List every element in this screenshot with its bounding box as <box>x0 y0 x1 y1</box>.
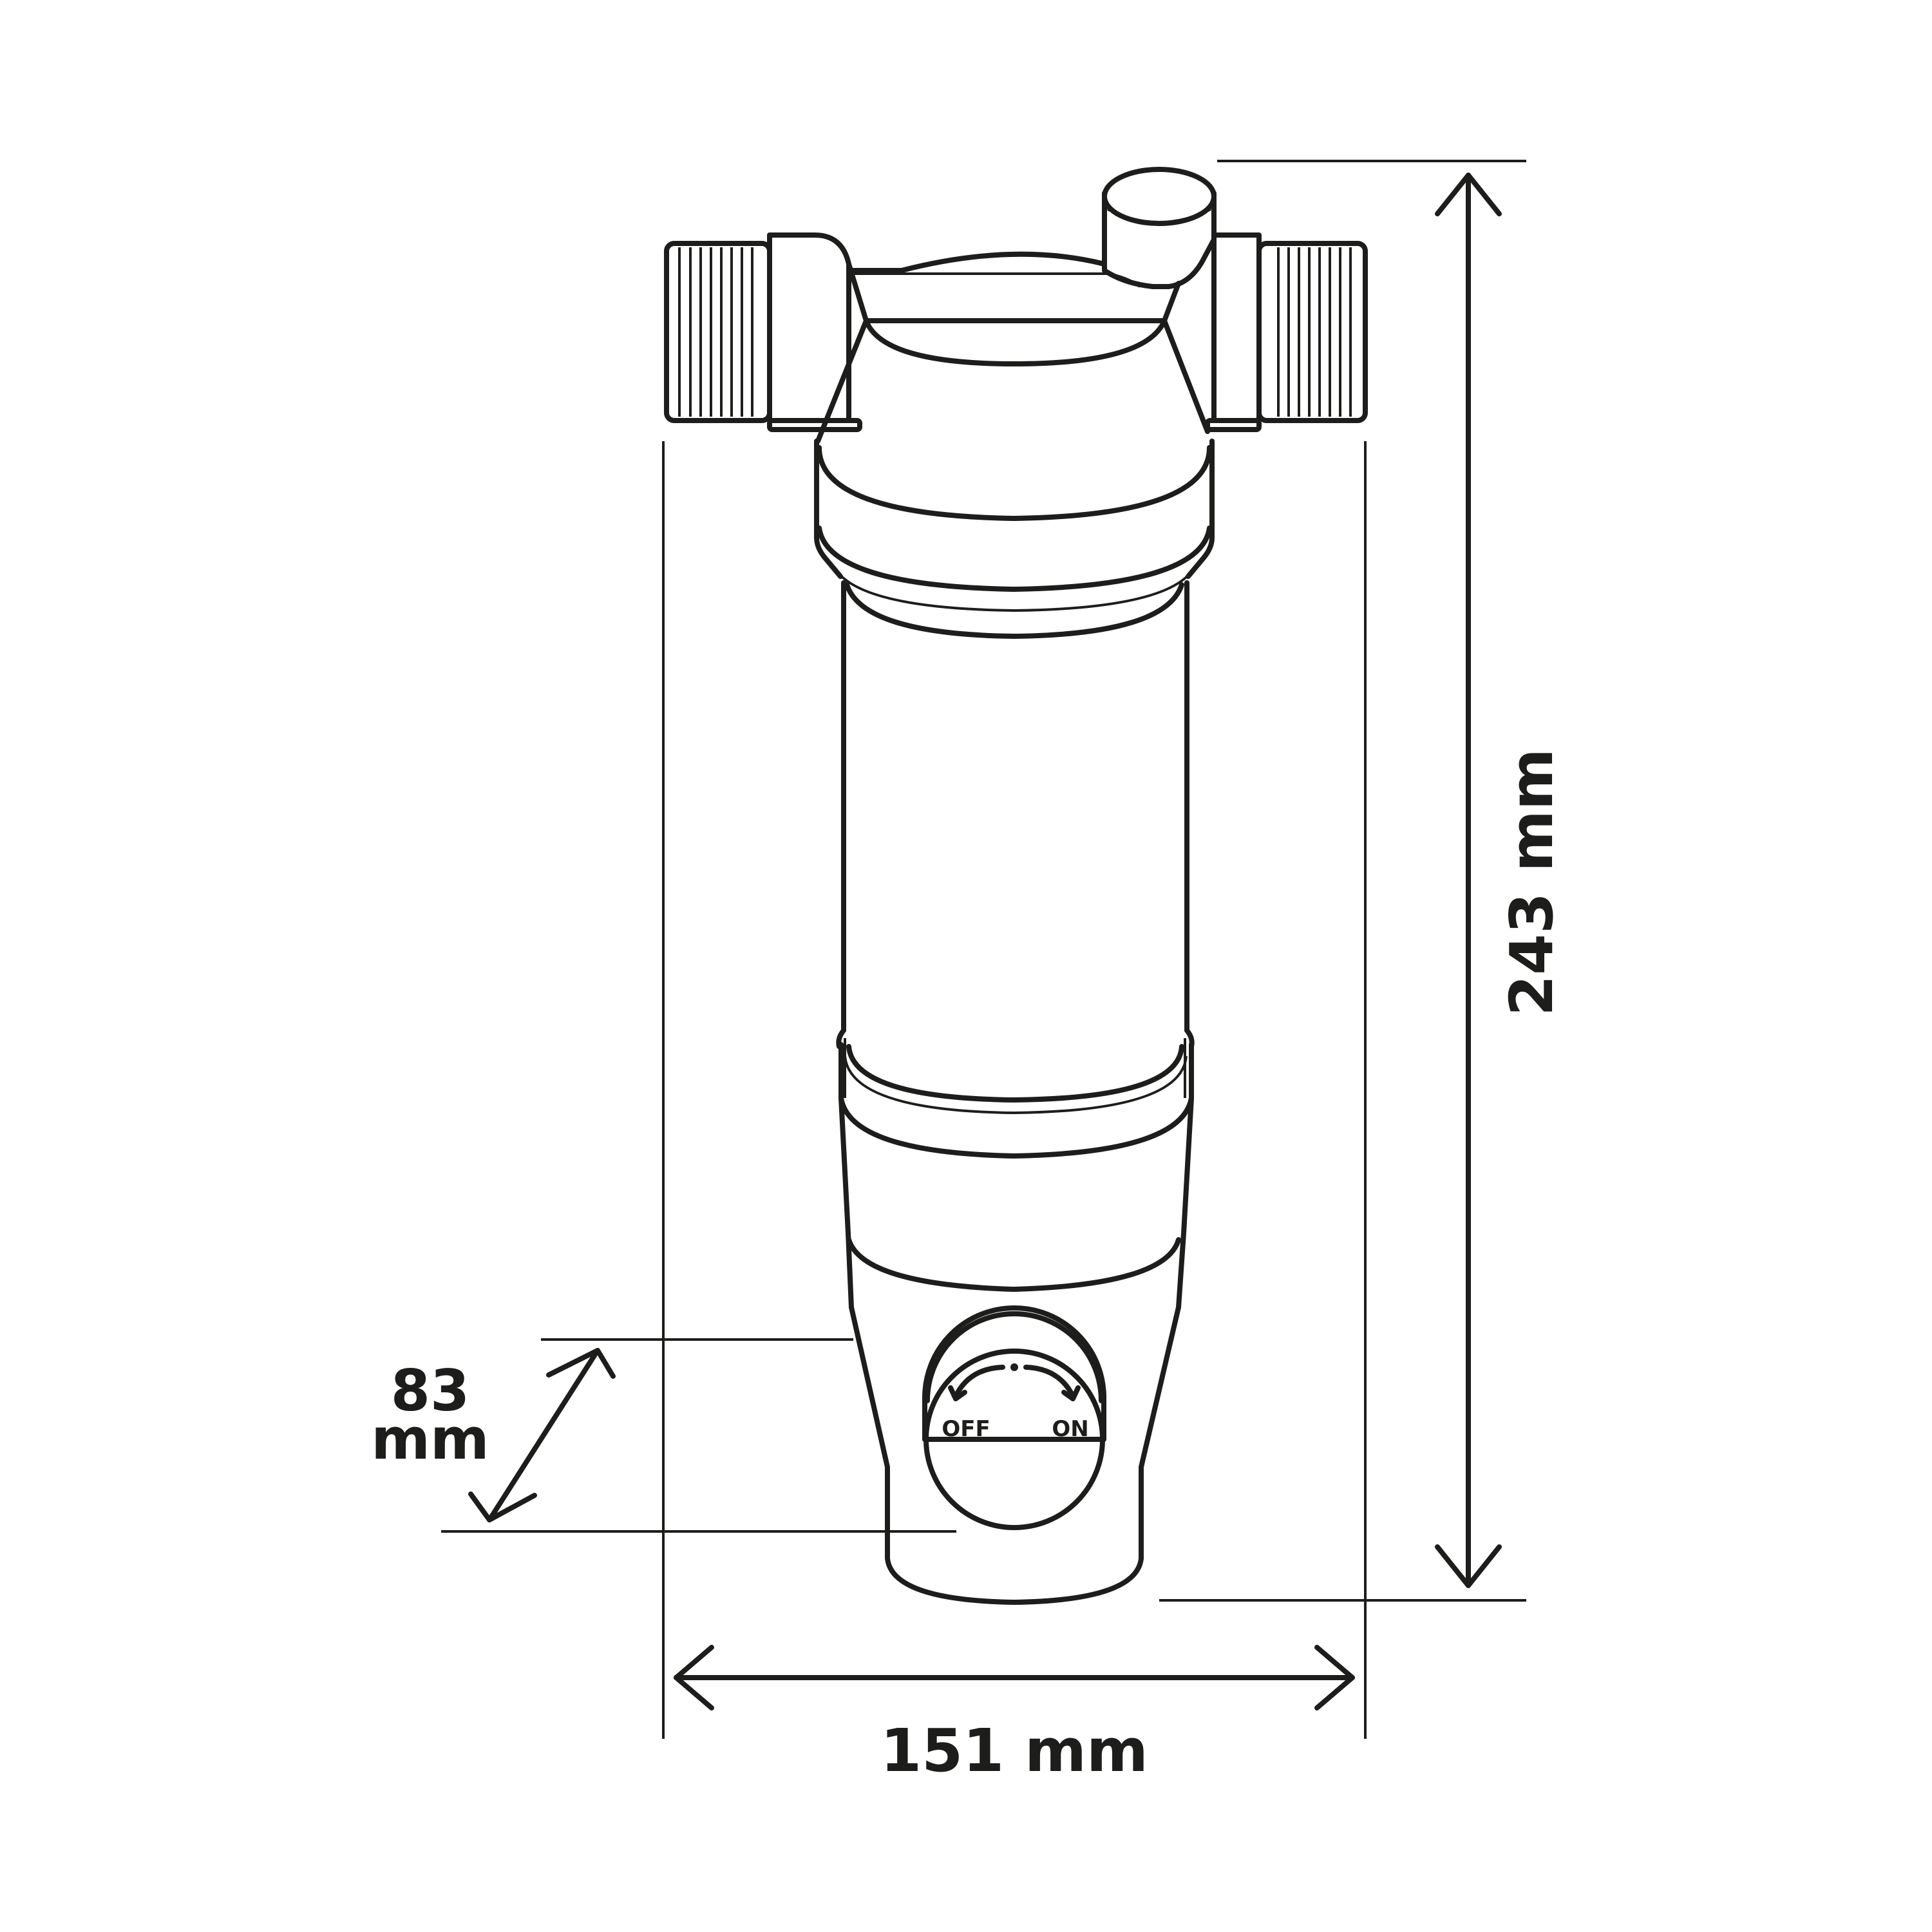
on-rotation-arrow-icon <box>1023 1365 1075 1399</box>
valve-on-label: ON <box>1052 1416 1088 1442</box>
height-unit: mm <box>1497 748 1566 872</box>
valve-off-label: OFF <box>942 1416 990 1442</box>
depth-dimension-arrow <box>468 1348 616 1522</box>
filter-bowl <box>836 580 1195 1049</box>
top-vent-fitting <box>1102 167 1217 289</box>
right-threaded-connector <box>1205 232 1368 432</box>
width-value: 151 <box>880 1716 1004 1785</box>
extension-lines <box>441 160 1526 1739</box>
water-filter: OFF ON <box>664 167 1368 1605</box>
depth-value: 83 <box>391 1358 469 1424</box>
width-label: 151 mm <box>880 1716 1148 1785</box>
width-unit: mm <box>1025 1716 1148 1785</box>
height-value: 243 <box>1497 893 1566 1016</box>
height-dimension-arrow <box>1435 173 1502 1588</box>
depth-unit: mm <box>371 1406 489 1472</box>
left-threaded-connector <box>664 232 862 432</box>
indicator-dot <box>1010 1363 1018 1371</box>
off-rotation-arrow-icon <box>953 1365 1005 1399</box>
lower-funnel <box>838 1095 1194 1605</box>
filter-head <box>815 251 1210 444</box>
off-arrowhead-icon <box>948 1385 967 1401</box>
height-label: 243 mm <box>1497 748 1566 1016</box>
lower-collar <box>838 1038 1194 1159</box>
shutoff-valve-knob[interactable]: OFF ON <box>922 1305 1106 1530</box>
upper-collar <box>814 439 1215 639</box>
width-dimension-arrow <box>674 1645 1355 1710</box>
on-arrowhead-icon <box>1061 1385 1081 1401</box>
